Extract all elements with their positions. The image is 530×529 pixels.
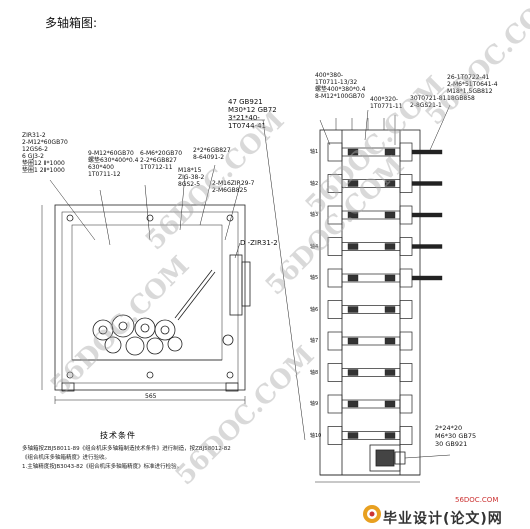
m16-label-block: 2-M16ZIR29-7 2-M6GB825 <box>212 180 254 194</box>
label-line: 1T0771-11 <box>370 103 403 110</box>
label-line: 垫圈12 Ⅱ*1000 <box>22 160 65 167</box>
label-line: 2*24*20 <box>435 424 463 432</box>
label-line: 47 GB921 <box>228 98 263 106</box>
label-line: ZIG-38-2 <box>178 174 205 181</box>
logo-url: 56DOC.COM <box>455 496 499 504</box>
d-label: D -ZIR31-2 <box>240 239 278 247</box>
spindle-row <box>327 174 443 193</box>
right-top-mid2-block: 30T0721-81 2-8GS21-1 <box>410 95 446 109</box>
right-bottom-block: 2*24*20 M6*30 GB75 30 GB921 <box>435 424 476 448</box>
axis-label: 轴6 <box>310 306 319 313</box>
spindle-row <box>327 268 443 288</box>
axis-label: 轴10 <box>310 432 322 439</box>
site-logo <box>363 505 381 523</box>
top-label-block: 2*2*6GB827 8-64091-2 <box>193 147 231 161</box>
label-line: 2-2*6GB827 <box>140 157 177 164</box>
label-line: M18*15 <box>178 167 202 174</box>
label-line: 18GB858 <box>447 95 475 102</box>
right-top-right-block: 26-1T0722-41 2-M6*51T0641-4 M18*1.5GB812… <box>447 74 498 102</box>
notes-heading: 技术条件 <box>100 431 136 440</box>
label-line: 2-M6GB825 <box>212 187 248 194</box>
axis-label: 轴1 <box>310 149 319 155</box>
m6-label-block: 6-M6*20GB70 2-2*6GB827 1T0712-11 <box>140 150 182 171</box>
label-line: 2-8GS21-1 <box>410 102 442 109</box>
spindle-row <box>327 363 413 382</box>
label-line: 2-M12*60GB70 <box>22 139 68 146</box>
axis-label: 轴5 <box>310 275 319 281</box>
label-line: 3*21*40- <box>228 114 260 122</box>
label-line: 9-M12*60GB70 <box>88 150 134 157</box>
label-line: ZIR31-2 <box>22 132 46 139</box>
spindle-row <box>327 205 443 225</box>
label-line: 1T0711-13/32 <box>315 79 358 86</box>
m8-label-block: M18*15 ZIG-38-2 8GS2-5 <box>178 167 204 188</box>
axis-label: 轴2 <box>310 180 319 187</box>
label-line: 2-M16ZIR29-7 <box>212 180 255 187</box>
note-line: 多轴箱按ZBJ58011-89《组合机床多轴箱制造技术条件》进行制造，按ZBJ5… <box>22 446 231 452</box>
spindle-row <box>327 142 443 162</box>
technical-notes: 多轴箱按ZBJ58011-89《组合机床多轴箱制造技术条件》进行制造，按ZBJ5… <box>22 445 282 472</box>
spindle-row <box>327 394 413 414</box>
label-line: 2-M6*51T0641-4 <box>447 81 498 88</box>
label-line: 8-M12*100GB70 <box>315 93 365 100</box>
label-line: 6 GJ3-2 <box>22 153 44 160</box>
label-line: 30 GB921 <box>435 440 468 448</box>
label-line: 2*2*6GB827 <box>193 147 231 154</box>
axis-label: 轴4 <box>310 243 319 250</box>
label-line: M18*1.5GB812 <box>447 88 493 95</box>
page-title: 多轴箱图: <box>45 16 98 30</box>
label-line: 螺垫630*400*0.4 <box>88 157 139 164</box>
label-line: M30*12 GB72 <box>228 106 277 114</box>
label-line: 螺垫400*380*0.4 <box>315 86 366 93</box>
m12-label-block: 9-M12*60GB70 螺垫630*400*0.4 630*400 1T071… <box>88 150 138 178</box>
spindle-row <box>327 426 413 445</box>
label-line: 26-1T0722-41 <box>447 74 490 81</box>
spindle-row <box>327 300 413 319</box>
spindle-stack <box>319 129 421 476</box>
axis-label: 轴8 <box>310 369 319 376</box>
label-line: 400*380- <box>315 72 344 79</box>
right-top-mid-block: 400*320- 1T0771-11 <box>370 96 403 110</box>
label-line: 1T0744-41 <box>228 122 266 130</box>
spindle-row <box>327 237 443 256</box>
note-line: 《组合机床多轴箱精度》进行验收。 <box>22 455 111 461</box>
axis-label: 轴9 <box>310 401 319 407</box>
zir-label-block: ZIR31-2 2-M12*60GB70 12GS6-2 6 GJ3-2 垫圈1… <box>22 132 68 174</box>
axis-label: 轴3 <box>310 212 319 218</box>
right-top-left-block: 400*380- 1T0711-13/32 螺垫400*380*0.4 8-M1… <box>315 72 365 100</box>
logo-text: 毕业设计(论文)网 <box>383 511 503 527</box>
housing-outline <box>54 204 246 391</box>
dim-bottom-label: 565 <box>145 393 157 400</box>
label-line: 30T0721-81 <box>410 95 447 102</box>
label-line: 8-64091-2 <box>193 154 225 161</box>
label-line: 1T0711-12 <box>88 171 121 178</box>
label-line: 12GS6-2 <box>22 146 48 153</box>
gb921-label-block: 47 GB921 M30*12 GB72 3*21*40- 1T0744-41 <box>228 98 277 130</box>
label-line: M6*30 GB75 <box>435 432 477 440</box>
label-line: 6-M6*20GB70 <box>140 150 183 157</box>
label-line: 630*400 <box>88 164 114 171</box>
axis-label: 轴7 <box>310 338 319 344</box>
label-line: 8GS2-5 <box>178 181 201 188</box>
label-line: 1T0712-11 <box>140 164 173 171</box>
label-line: 垫圈1 2Ⅱ*1000 <box>22 167 65 174</box>
spindle-row <box>327 331 413 351</box>
note-line: 1.主轴精度按JB3043-82《组合机床多轴箱精度》标准进行检验。 <box>22 464 183 470</box>
label-line: 400*320- <box>370 96 399 103</box>
